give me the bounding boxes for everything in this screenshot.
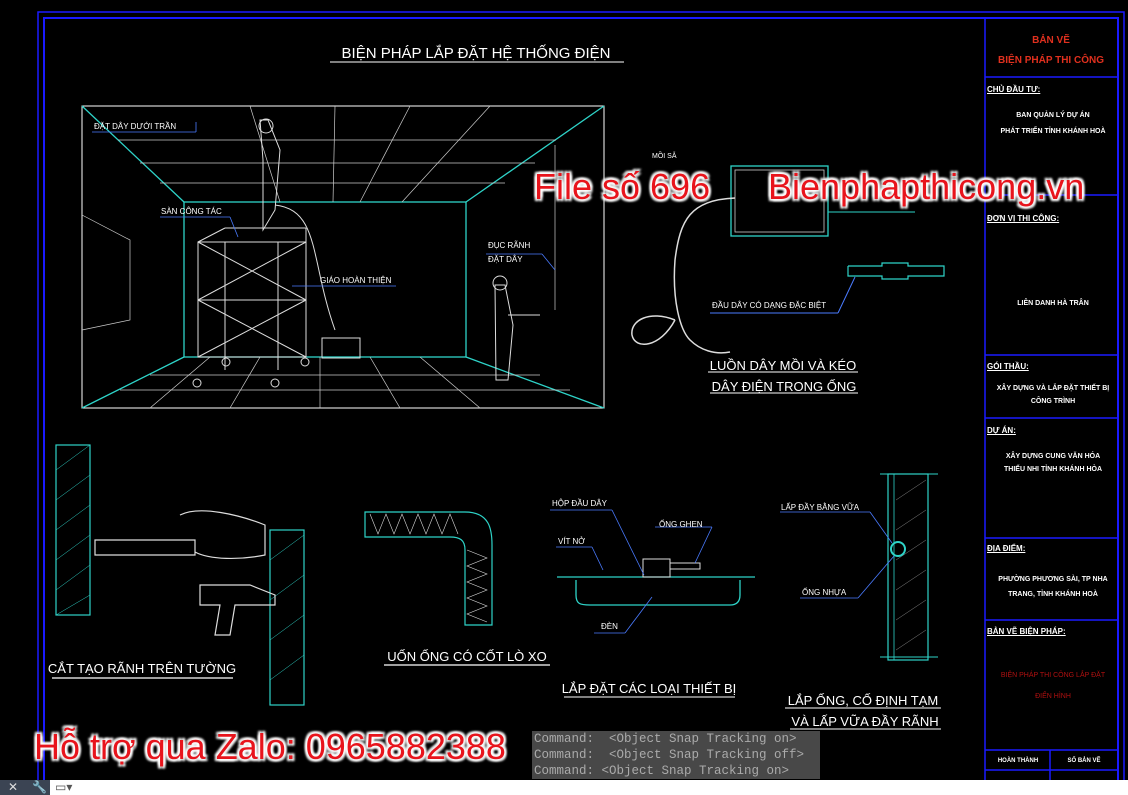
command-history-line: Command: <Object Snap Tracking on>	[532, 731, 820, 747]
location-label: ĐỊA ĐIỂM:	[987, 544, 1026, 553]
package-label: GÓI THẦU:	[987, 362, 1029, 371]
contractor-label: ĐƠN VỊ THI CÔNG:	[987, 214, 1060, 223]
label-scaffold: GIÁO HOÀN THIỆN	[320, 276, 392, 285]
investor-line-1: BAN QUẢN LÝ DỰ ÁN	[1016, 112, 1090, 119]
location-line-2: TRANG, TỈNH KHÁNH HOÀ	[1008, 591, 1098, 598]
command-line-bar: ✕ 🔧 ▭▾	[0, 780, 1128, 795]
label-anchor-screw: VÍT NỞ	[558, 537, 585, 546]
label-special-end: ĐẦU DÂY CÓ DẠNG ĐẶC BIỆT	[712, 300, 826, 310]
command-window-icon[interactable]: ▭▾	[55, 780, 73, 794]
completed-label: HOÀN THÀNH	[997, 758, 1039, 764]
label-chase-wiring-1: ĐỤC RÃNH	[488, 241, 530, 250]
caption-pipe-1: LẮP ỐNG, CỐ ĐỊNH TẠM	[788, 693, 939, 708]
title-block-title-1: BẢN VẼ	[1032, 33, 1070, 46]
pipe-bending-detail	[364, 511, 550, 666]
label-hidden: MỒI SẴ	[652, 150, 677, 160]
drawing-frame	[37, 11, 1125, 780]
pipe-wall-detail	[780, 473, 941, 730]
caption-bending: UỐN ỐNG CÓ CỐT LÒ XO	[387, 649, 546, 664]
label-plastic-pipe: ỐNG NHỰA	[802, 587, 847, 597]
command-history-line: Command: <Object Snap Tracking on>	[532, 763, 820, 779]
command-bar-handle	[0, 780, 50, 795]
label-conduit: ỐNG GHEN	[659, 519, 703, 529]
label-lamp: ĐÈN	[601, 622, 618, 631]
label-chase-wiring-2: ĐẶT DÂY	[488, 255, 523, 264]
label-junction-box: HỘP ĐẦU DÂY	[552, 498, 608, 508]
contractor-name: LIÊN DANH HÀ TRÂN	[1017, 300, 1089, 307]
investor-label: CHỦ ĐẦU TƯ:	[987, 85, 1041, 94]
caption-groove: CẮT TẠO RÃNH TRÊN TƯỜNG	[48, 661, 236, 676]
package-line-2: CÔNG TRÌNH	[1030, 398, 1076, 405]
caption-pipe-2: VÀ LẤP VỮA ĐẦY RÃNH	[791, 714, 938, 729]
investor-line-2: PHÁT TRIỂN TỈNH KHÁNH HOÀ	[1000, 128, 1106, 135]
label-ceiling-wiring: ĐẶT DÂY DƯỚI TRẦN	[94, 121, 176, 131]
method-line-2: ĐIỂN HÌNH	[1035, 693, 1071, 700]
watermark-site: Bienphapthicong.vn	[768, 166, 1085, 207]
watermark-support: Hỗ trợ qua Zalo: 0965882388	[34, 726, 506, 767]
location-line-1: PHƯỜNG PHƯƠNG SÀI, TP NHA	[998, 576, 1108, 583]
method-label: BẢN VẼ BIỆN PHÁP:	[987, 627, 1066, 636]
sheet-number-label: SỐ BẢN VẼ	[1067, 758, 1101, 764]
project-line-2: THIẾU NHI TỈNH KHÁNH HÒA	[1004, 466, 1102, 473]
groove-cutting-detail	[52, 444, 305, 706]
label-work-platform: SÀN CÔNG TÁC	[161, 207, 222, 216]
package-line-1: XÂY DỰNG VÀ LẮP ĐẶT THIẾT BỊ	[996, 385, 1110, 392]
title-block-title-2: BIỆN PHÁP THI CÔNG	[998, 53, 1104, 66]
caption-pulling-1: LUỒN DÂY MỒI VÀ KÉO	[710, 358, 856, 373]
watermark-file-number: File số 696	[534, 166, 711, 207]
close-icon[interactable]: ✕	[8, 780, 19, 794]
command-history-line: Command: <Object Snap Tracking off>	[532, 747, 820, 763]
project-label: DỰ ÁN:	[987, 426, 1016, 435]
room-perspective-view	[81, 105, 605, 409]
device-install-detail	[550, 509, 755, 698]
drawing-title: BIỆN PHÁP LẮP ĐẶT HỆ THỐNG ĐIỆN	[342, 44, 611, 62]
caption-device: LẮP ĐẶT CÁC LOẠI THIẾT BỊ	[562, 681, 737, 696]
wire-pulling-detail	[631, 165, 945, 394]
wrench-icon[interactable]: 🔧	[32, 780, 47, 794]
project-line-1: XÂY DỰNG CUNG VĂN HÓA	[1005, 453, 1101, 460]
label-mortar-fill: LẤP ĐẦY BẰNG VỮA	[781, 502, 860, 512]
caption-pulling-2: DÂY ĐIỆN TRONG ỐNG	[712, 379, 857, 394]
method-line-1: BIỆN PHÁP THI CÔNG LẮP ĐẶT	[1000, 672, 1106, 679]
